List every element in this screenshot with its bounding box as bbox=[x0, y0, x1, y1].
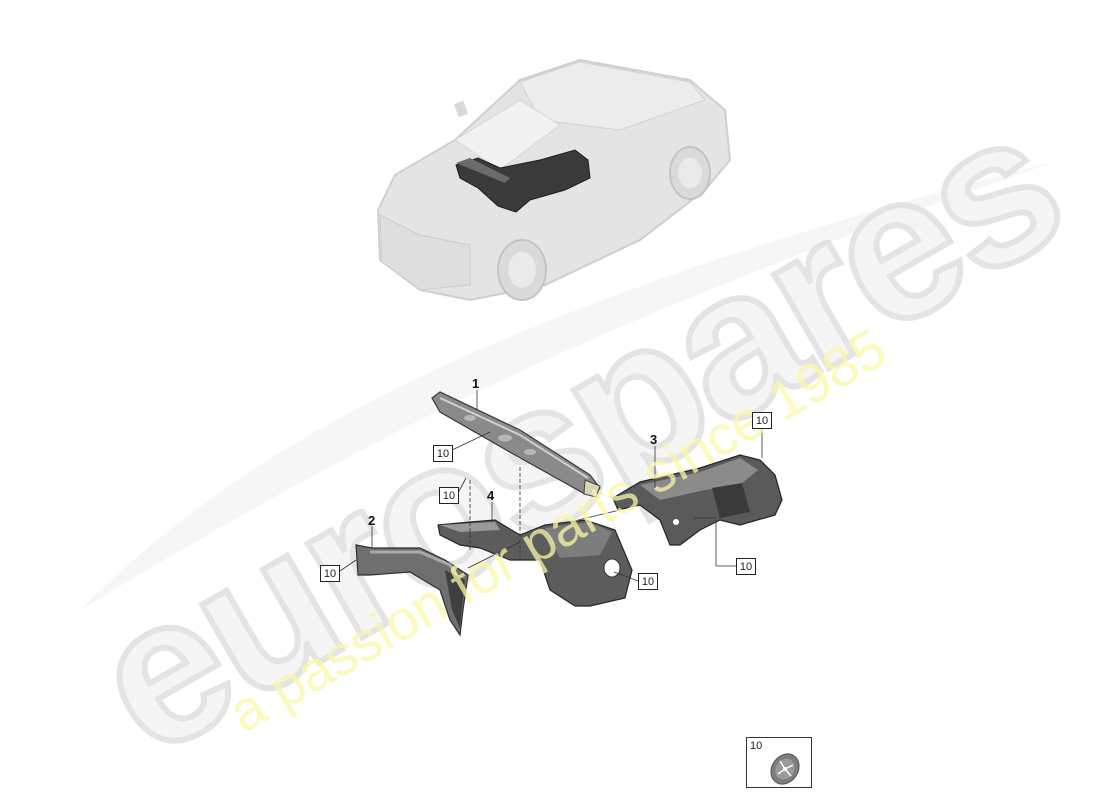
push-rivet-clip-icon bbox=[770, 753, 800, 785]
legend-item-10[interactable]: 10 bbox=[746, 737, 812, 788]
ref-box-item-10[interactable]: 10 bbox=[320, 565, 340, 582]
part-4-bulkhead-center bbox=[437, 519, 633, 607]
ref-box-item-10[interactable]: 10 bbox=[736, 558, 756, 575]
ref-box-item-10[interactable]: 10 bbox=[638, 573, 658, 590]
part-3-bulkhead-right bbox=[612, 454, 783, 546]
ref-box-item-10[interactable]: 10 bbox=[752, 412, 772, 429]
callout-part-3[interactable]: 3 bbox=[650, 432, 658, 447]
callout-part-2[interactable]: 2 bbox=[368, 513, 376, 528]
ref-box-item-10[interactable]: 10 bbox=[439, 487, 459, 504]
vehicle-overview-image bbox=[376, 58, 732, 302]
leader-lines bbox=[339, 390, 763, 582]
part-1-crossmember bbox=[431, 391, 601, 498]
legend-item-label: 10 bbox=[750, 740, 763, 752]
callout-part-4[interactable]: 4 bbox=[487, 488, 495, 503]
part-2-side-panel bbox=[355, 544, 469, 637]
callout-part-1[interactable]: 1 bbox=[472, 376, 480, 391]
ref-box-item-10[interactable]: 10 bbox=[433, 445, 453, 462]
